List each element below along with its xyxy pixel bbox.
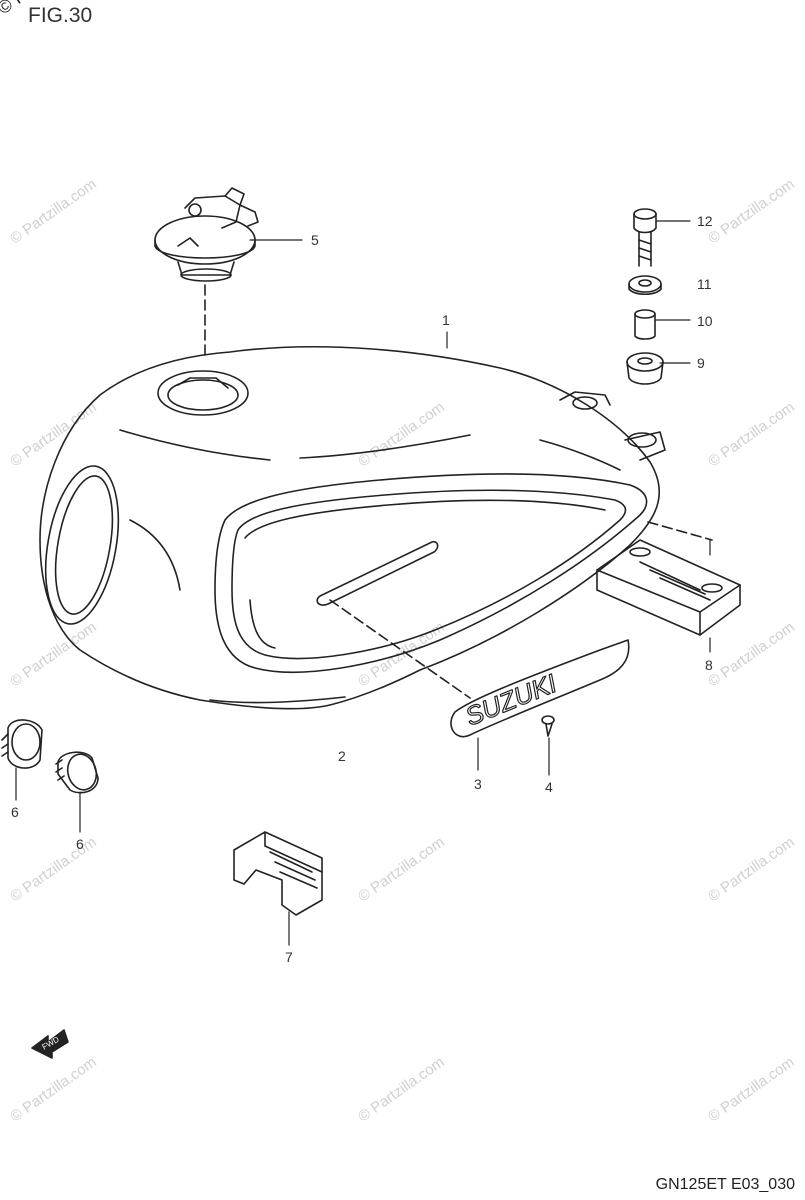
callout-8: 8 <box>705 657 713 673</box>
figure-title: FIG.30 <box>28 4 93 27</box>
collar <box>634 309 656 340</box>
bolt <box>633 208 657 267</box>
emblem-text: SUZUKI <box>461 668 561 732</box>
assembly-line <box>329 599 471 699</box>
callout-9: 9 <box>697 355 705 371</box>
callout-7: 7 <box>285 949 293 965</box>
callout-12: 12 <box>697 213 713 229</box>
emblem: SUZUKI <box>450 639 630 738</box>
leader-lines <box>15 220 711 946</box>
diagram-code: GN125ET E03_030 <box>655 1176 795 1193</box>
rubber-bracket <box>233 831 323 916</box>
callout-4: 4 <box>545 779 553 795</box>
cushion-knob <box>1 719 43 769</box>
callout-5: 5 <box>311 232 319 248</box>
callout-2: 2 <box>338 748 346 764</box>
forward-arrow: FWD <box>31 1029 69 1059</box>
grommet <box>626 352 664 385</box>
callout-1: 1 <box>442 312 450 328</box>
clip <box>541 715 555 737</box>
cushion-knob <box>55 751 99 794</box>
rear-cushion <box>596 539 741 636</box>
callout-6: 6 <box>11 804 19 820</box>
assembly-line <box>647 521 713 541</box>
fuel-cap <box>154 187 259 282</box>
fuel-tank <box>39 345 666 710</box>
callout-6: 6 <box>76 836 84 852</box>
callout-10: 10 <box>697 313 713 329</box>
callout-11: 11 <box>697 276 712 292</box>
washer <box>628 275 662 296</box>
callout-3: 3 <box>474 776 482 792</box>
